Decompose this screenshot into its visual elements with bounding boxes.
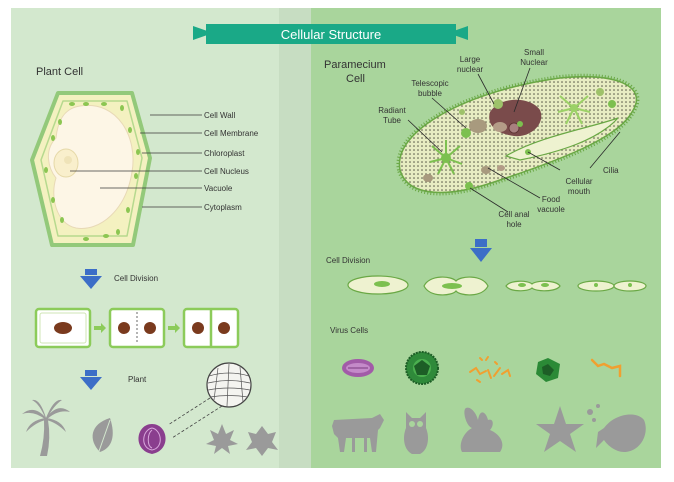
paramecium-division-row [347, 275, 647, 296]
onion-icon [138, 424, 166, 454]
label-radiant-1: Radiant [378, 106, 406, 115]
label-food-vacuole-2: vacuole [537, 205, 565, 214]
palm-tree-icon [22, 399, 70, 456]
label-telescopic-2: bubble [418, 89, 443, 98]
plant-cell-heading: Plant Cell [36, 66, 83, 78]
paramecium-heading-line2: Cell [346, 73, 365, 85]
chloroplast-dots [44, 102, 140, 241]
starfish-icon [536, 406, 584, 452]
paramecium-cell [396, 67, 640, 213]
fish-icon [587, 404, 646, 452]
maple-leaf-icon [206, 424, 238, 454]
panel-divider [279, 8, 311, 468]
label-small-nuclear-2: Nuclear [520, 58, 548, 67]
title-banner: Cellular Structure [193, 24, 468, 44]
label-vacuole: Vacuole [204, 184, 233, 193]
plant-label: Plant [128, 375, 147, 384]
plant-silhouettes [22, 399, 278, 456]
radiant-tube-left [429, 140, 463, 175]
label-small-nuclear-1: Small [524, 48, 544, 57]
plant-division-row [34, 307, 240, 349]
paramecium-division-label: Cell Division [326, 256, 370, 265]
label-food-vacuole-1: Food [542, 195, 560, 204]
label-cilia: Cilia [603, 166, 619, 175]
down-arrow-icon [470, 239, 492, 262]
green-spiky-virus-icon [405, 351, 439, 385]
globe-icon [167, 362, 252, 439]
label-cell-nucleus: Cell Nucleus [204, 167, 249, 176]
label-cell-wall: Cell Wall [204, 111, 235, 120]
label-cellular-mouth-2: mouth [568, 187, 590, 196]
plant-label-lines [70, 114, 202, 208]
label-cell-membrane: Cell Membrane [204, 129, 259, 138]
ivy-leaf-icon [246, 426, 278, 456]
label-cell-anal-2: hole [506, 220, 522, 229]
paramecium-heading-line1: Paramecium [324, 59, 386, 71]
label-cellular-mouth-1: Cellular [565, 177, 592, 186]
page-title: Cellular Structure [281, 27, 381, 42]
orange-virus-icon [590, 358, 622, 378]
animal-silhouettes [332, 404, 646, 454]
virus-cells-row [342, 351, 622, 385]
label-large-nuclear-2: nuclear [457, 65, 484, 74]
cow-icon [332, 414, 384, 452]
orange-virus-cluster-icon [469, 356, 511, 383]
down-arrow-icon [80, 269, 102, 289]
food-vacuoles [423, 88, 616, 190]
label-large-nuclear-1: Large [460, 55, 481, 64]
down-arrow-icon [80, 370, 102, 390]
rabbit-icon [460, 407, 503, 452]
owl-icon [404, 412, 428, 454]
label-cytoplasm: Cytoplasm [204, 203, 242, 212]
label-telescopic-1: Telescopic [411, 79, 448, 88]
label-cell-anal-1: Cell anal [498, 210, 529, 219]
leaf-icon [92, 418, 113, 455]
paramecium-label-lines [407, 67, 621, 213]
virus-cells-label: Virus Cells [330, 326, 368, 335]
green-polyhedron-virus-icon [536, 358, 560, 382]
plant-cell: Cell Wall Cell Membrane Chloroplast Cell… [30, 91, 259, 247]
plant-division-label: Cell Division [114, 274, 158, 283]
radiant-tube-right [557, 95, 591, 125]
purple-virus-icon [342, 359, 374, 377]
label-chloroplast: Chloroplast [204, 149, 245, 158]
label-radiant-2: Tube [383, 116, 401, 125]
